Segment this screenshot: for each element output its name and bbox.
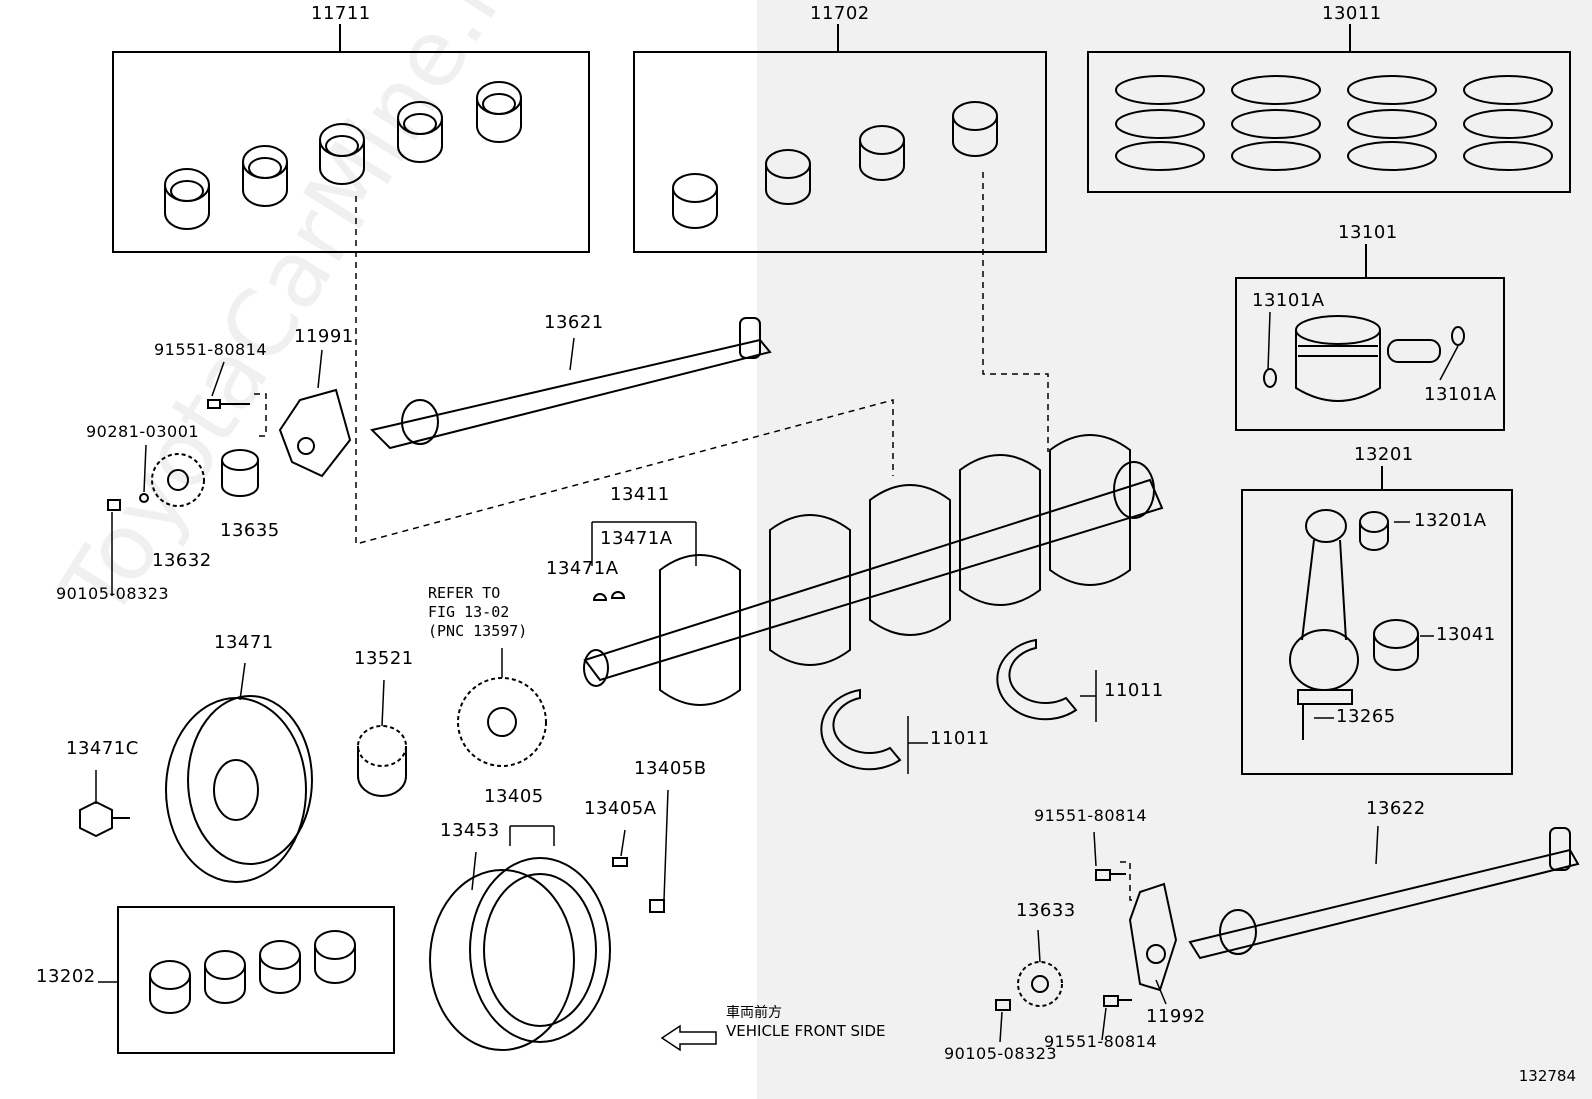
front-label-en: VEHICLE FRONT SIDE xyxy=(726,1022,886,1040)
label-13201: 13201 xyxy=(1354,444,1414,465)
bolt-90105-08323-left xyxy=(107,499,121,511)
label-13521: 13521 xyxy=(354,648,414,669)
label-13622: 13622 xyxy=(1366,798,1426,819)
box-13201 xyxy=(1241,489,1513,775)
front-label-jp: 車両前方 xyxy=(726,1005,782,1021)
figure-number: 132784 xyxy=(1518,1067,1576,1085)
bolt-91551-80814-right-bottom xyxy=(1103,995,1132,1007)
box-11702 xyxy=(633,51,1047,253)
label-13471C: 13471C xyxy=(66,738,139,759)
dashed-leaders xyxy=(254,172,1136,901)
thrust-bearing-shells xyxy=(672,101,998,229)
label-13453: 13453 xyxy=(440,820,500,841)
bolt-91551-80814-left xyxy=(207,399,250,409)
label-13632: 13632 xyxy=(152,550,212,571)
box-13011 xyxy=(1087,51,1571,193)
label-13471: 13471 xyxy=(214,632,274,653)
label-13635: 13635 xyxy=(220,520,280,541)
label-13621: 13621 xyxy=(544,312,604,333)
label-11011-lower: 11011 xyxy=(930,728,990,749)
label-11011-upper: 11011 xyxy=(1104,680,1164,701)
pin-13405A xyxy=(612,857,628,867)
balance-shaft-13621 xyxy=(370,317,772,450)
label-11991: 11991 xyxy=(294,326,354,347)
bolt-13471C xyxy=(79,800,130,838)
thrust-washer-lower xyxy=(820,688,902,771)
label-13405: 13405 xyxy=(484,786,544,807)
label-13101: 13101 xyxy=(1338,222,1398,243)
label-13201A: 13201A xyxy=(1414,510,1487,531)
piston-rings xyxy=(1115,75,1553,171)
label-leaders xyxy=(95,311,1459,1043)
label-13405A: 13405A xyxy=(584,798,657,819)
gear-13633 xyxy=(1017,961,1063,1007)
refer-note-line3: (PNC 13597) xyxy=(428,622,528,640)
label-91551-80814-right-bottom: 91551-80814 xyxy=(1044,1032,1158,1051)
label-13265: 13265 xyxy=(1336,706,1396,727)
label-13471A-b: 13471A xyxy=(546,558,619,579)
pin-90281-03001 xyxy=(139,493,149,503)
label-13411: 13411 xyxy=(610,484,670,505)
bolt-13405B xyxy=(649,899,665,913)
label-11702: 11702 xyxy=(810,3,870,24)
refer-note: REFER TO FIG 13-02 (PNC 13597) xyxy=(428,584,527,641)
box-13202 xyxy=(117,906,395,1054)
label-11992: 11992 xyxy=(1146,1006,1206,1027)
crank-pulley xyxy=(165,695,313,883)
label-13101A-top: 13101A xyxy=(1252,290,1325,311)
refer-note-line2: FIG 13-02 xyxy=(428,603,510,621)
piston xyxy=(1263,315,1465,402)
label-13633: 13633 xyxy=(1016,900,1076,921)
front-arrow-icon xyxy=(660,1024,717,1052)
label-11711: 11711 xyxy=(311,3,371,24)
drive-plate xyxy=(429,857,611,1051)
bolt-91551-80814-right-top xyxy=(1095,869,1126,881)
main-bearing-shells xyxy=(164,81,522,230)
label-91551-80814-right-top: 91551-80814 xyxy=(1034,806,1148,825)
label-90105-08323-left: 90105-08323 xyxy=(56,584,170,603)
label-13405B: 13405B xyxy=(634,758,707,779)
crankshaft xyxy=(583,434,1164,706)
label-13202: 13202 xyxy=(36,966,96,987)
label-13101A-bottom: 13101A xyxy=(1424,384,1497,405)
label-90105-08323-right: 90105-08323 xyxy=(944,1044,1058,1063)
label-13041: 13041 xyxy=(1436,624,1496,645)
conrod-bearing-shells xyxy=(149,930,356,1014)
label-13011: 13011 xyxy=(1322,3,1382,24)
plate-11991 xyxy=(278,388,352,478)
label-13471A-a: 13471A xyxy=(600,528,673,549)
shaded-region xyxy=(757,0,1592,1099)
balance-shaft-13622 xyxy=(1188,827,1580,960)
thrust-washer-upper xyxy=(996,638,1078,721)
refer-note-line1: REFER TO xyxy=(428,584,501,602)
box-11711 xyxy=(112,51,590,253)
crank-sprocket xyxy=(357,725,407,797)
gear-13632 xyxy=(151,453,205,507)
bush-13635 xyxy=(221,449,259,497)
bolt-90105-08323-right xyxy=(995,999,1011,1011)
label-91551-80814-left: 91551-80814 xyxy=(154,340,268,359)
box-13101 xyxy=(1235,277,1505,431)
timing-sprocket-ref xyxy=(457,677,547,767)
label-90281-03001: 90281-03001 xyxy=(86,422,200,441)
connecting-rod xyxy=(1289,509,1419,740)
plate-11992 xyxy=(1128,882,1178,992)
